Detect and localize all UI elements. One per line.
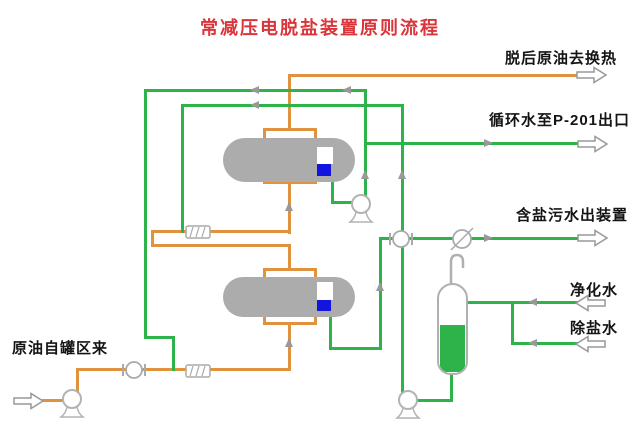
pipe-settler-bottom-drop [450,373,453,402]
pipe-water-recycle1-jog [144,336,175,339]
pipe-water-pump2-riser [401,105,404,393]
pipe-brine-out-run [379,237,578,240]
pipe-settler-pump-suction [416,399,453,402]
pipe-water-recycle2-top [182,104,404,107]
desalter-1-level-gauge-gas [317,147,333,164]
arrow-demin-water-in-icon [574,335,606,353]
label-brine-out: 含盐污水出装置 [516,207,629,224]
interstage-water-pump-icon [347,194,375,223]
distributor-v1-top [263,128,317,139]
label-demin-water-in: 除盐水 [570,320,619,337]
pipe-oil-top-run [288,74,577,77]
pipe-oil-interstage-drop [151,230,154,247]
flow-arrow-left-icon [250,86,259,94]
stage2-static-mixer-icon [185,225,211,239]
recycle-water-pump-icon [394,390,422,419]
pipe-oil-v2-inlet-stem [288,324,291,370]
label-circulating-water-out: 循环水至P-201出口 [489,112,631,129]
arrow-circulating-water-out-icon [577,135,609,153]
pipe-brine-riser [379,238,382,350]
desalter-1-level-gauge-interface [317,164,331,176]
pipe-water-p201-run [365,142,578,145]
flow-arrow-up-icon [285,202,293,211]
arrow-crude-in-icon [13,392,45,410]
pipe-demin-water-run [512,342,578,345]
pipe-water-v1-outlet-drop [331,182,334,204]
pipe-purified-water-run [468,301,578,304]
settler-liquid-fill [440,325,465,372]
flow-arrow-right-icon [484,234,493,242]
brine-flow-instrument-icon [450,227,474,251]
pipe-oil-interstage-upper [152,230,291,233]
flow-arrow-left-icon [528,298,537,306]
arrow-purified-water-in-icon [574,294,606,312]
crude-inlet-valve-icon [122,361,146,379]
desalter-vessel-2 [223,277,355,317]
distributor-v2-bottom [263,317,317,325]
pipe-brine-v2-run [329,347,382,350]
label-desalted-oil-out: 脱后原油去换热 [505,50,618,67]
stage1-static-mixer-icon [185,364,211,378]
crude-charge-pump-icon [58,389,86,418]
arrow-brine-out-icon [577,229,609,247]
flow-arrow-up-icon [285,338,293,347]
pipe-water-recycle1-drop [144,89,147,339]
flow-arrow-left-icon [250,101,259,109]
desalter-2-level-gauge-gas [317,282,333,300]
flow-arrow-up-icon [361,170,369,179]
recycle-riser-valve-icon [389,230,413,248]
distributor-v2-top [263,268,317,278]
pipe-water-v1-outlet-run [331,201,355,204]
flow-arrow-left-icon [528,339,537,347]
water-settler-vessel [437,283,468,375]
pipe-water-recycle2-drop [181,104,184,233]
label-purified-water-in: 净化水 [570,282,619,299]
settler-vent-hook-icon [449,253,465,285]
desalter-2-level-gauge-interface [317,300,331,311]
pipe-crude-suction [42,399,66,402]
flow-arrow-up-icon [398,170,406,179]
pipe-water-recycle1-tail [172,336,175,371]
pipe-oil-v2-outlet-stem [288,244,291,271]
flow-arrow-up-icon [376,282,384,291]
pipe-brine-v2-drop [329,317,332,350]
desalter-vessel-1 [223,138,355,182]
pipe-oil-top-riser [288,75,291,131]
diagram-title: 常减压电脱盐装置原则流程 [200,18,440,38]
pipe-demin-water-riser [511,301,514,345]
arrow-desalted-oil-out-icon [576,66,608,84]
label-crude-in: 原油自罐区来 [12,340,109,357]
pipe-crude-run [77,368,291,371]
flow-arrow-right-icon [484,139,493,147]
pipe-oil-interstage-lower [152,244,291,247]
flow-arrow-left-icon [342,86,351,94]
pipe-crude-pump-riser [76,368,79,392]
